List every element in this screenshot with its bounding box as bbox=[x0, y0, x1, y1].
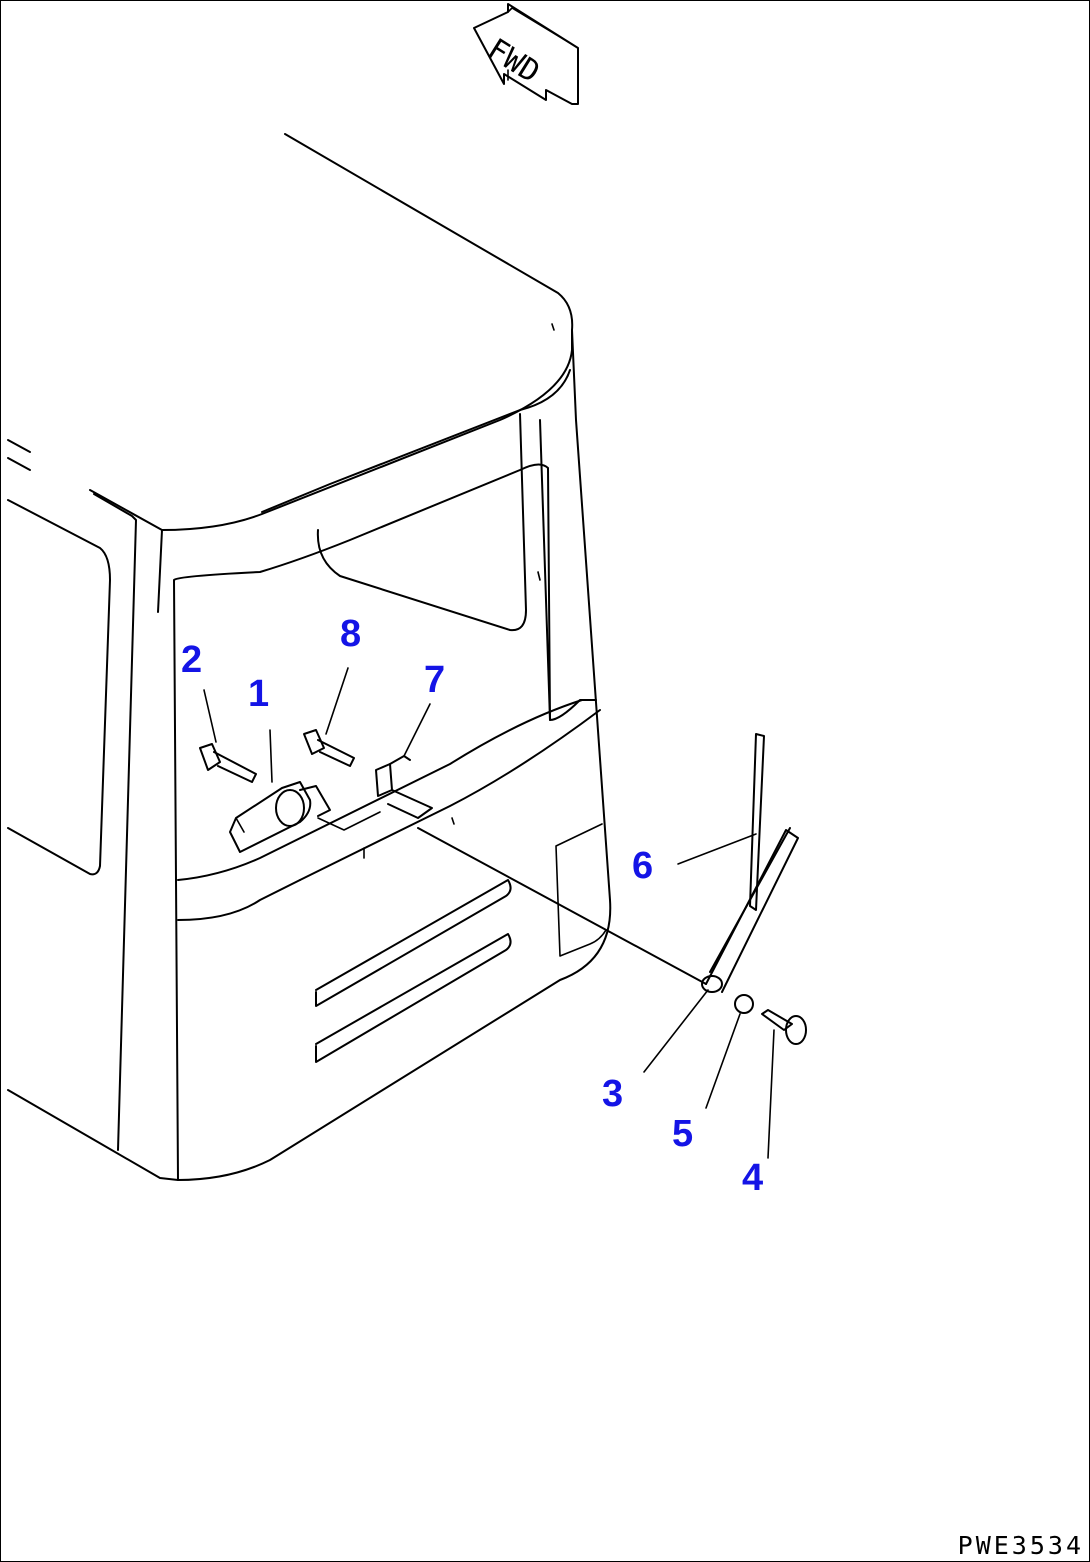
callout-7: 7 bbox=[424, 659, 445, 701]
fwd-label: FWD bbox=[481, 32, 546, 90]
callout-8: 8 bbox=[340, 613, 361, 655]
bolt-8 bbox=[303, 729, 355, 767]
callout-5: 5 bbox=[672, 1113, 693, 1155]
bolt-4 bbox=[761, 1009, 807, 1045]
callout-4: 4 bbox=[742, 1157, 763, 1199]
assembly-axis bbox=[417, 827, 707, 985]
drawing-number: PWE3534 bbox=[957, 1531, 1084, 1560]
callout-3: 3 bbox=[602, 1073, 623, 1115]
callout-6: 6 bbox=[632, 845, 653, 887]
bolt-2 bbox=[199, 743, 257, 783]
wiper-motor bbox=[229, 781, 331, 853]
callout-1: 1 bbox=[248, 673, 269, 715]
washer-5 bbox=[734, 994, 754, 1014]
wiper-blade-arm bbox=[701, 733, 799, 993]
leader-lines bbox=[203, 667, 775, 1159]
cab-body bbox=[7, 133, 612, 1181]
callout-2: 2 bbox=[181, 639, 202, 681]
wiper-linkage bbox=[317, 811, 381, 831]
fwd-arrow: FWD bbox=[473, 3, 579, 105]
callouts: 2 1 8 7 6 3 5 4 bbox=[181, 613, 763, 1199]
